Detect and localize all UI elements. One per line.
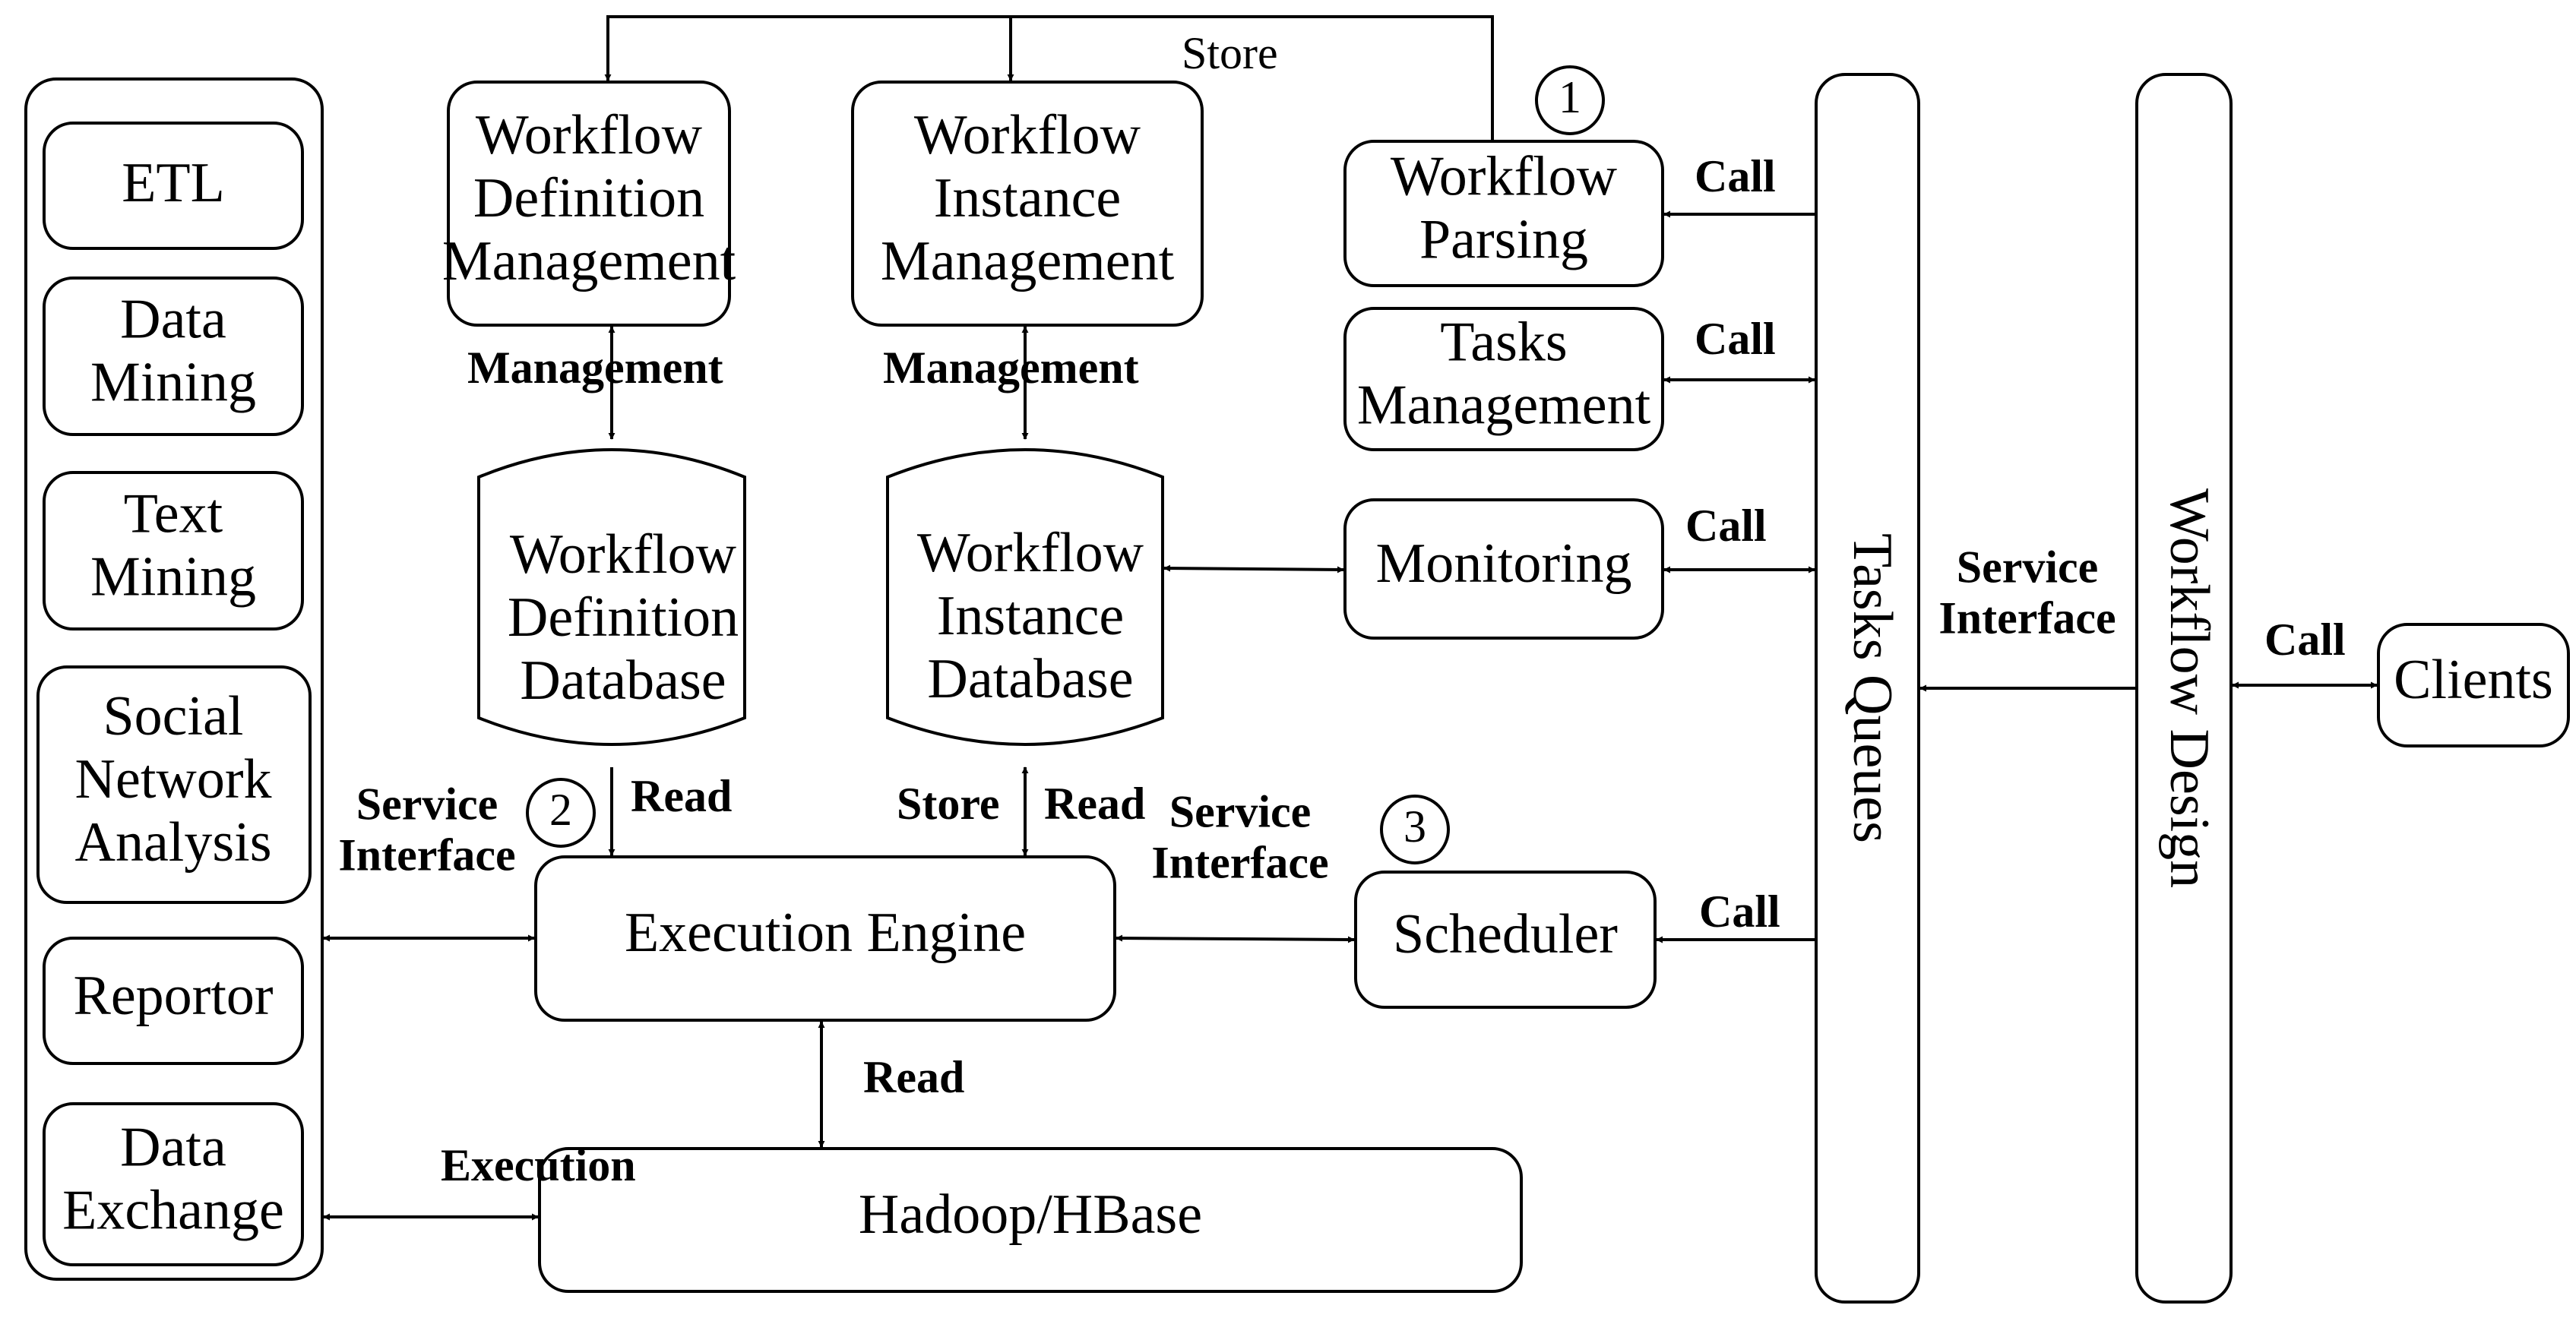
- monitoring-box: Monitoring: [1343, 498, 1664, 640]
- clients-box: Clients: [2377, 623, 2570, 747]
- step-1-number: 1: [1559, 72, 1581, 122]
- read-instance-label: Read: [1044, 779, 1145, 829]
- tasks-queues-label: Tasks Queues: [1841, 533, 1904, 843]
- read-definition-label: Read: [631, 771, 732, 821]
- hadoop-hbase-label: Hadoop/HBase: [859, 1184, 1202, 1246]
- call-tasks-label: Call: [1695, 314, 1776, 364]
- execution-engine-label: Execution Engine: [625, 902, 1026, 964]
- call-parsing-label: Call: [1695, 151, 1776, 201]
- step-2-number: 2: [549, 785, 572, 835]
- clients-label: Clients: [2394, 649, 2553, 711]
- store-top-label: Store: [1182, 28, 1278, 78]
- hadoop-hbase-box: Hadoop/HBase: [538, 1147, 1523, 1293]
- scheduler-label: Scheduler: [1393, 903, 1618, 965]
- call-monitoring-label: Call: [1685, 501, 1767, 551]
- app-reportor: Reportor: [43, 937, 304, 1065]
- tasks-queues-bar: Tasks Queues: [1815, 73, 1920, 1304]
- instance-db-monitoring-arrow: [1163, 564, 1344, 574]
- app-etl-label: ETL: [122, 152, 225, 214]
- management-definition-label: Management: [467, 343, 723, 393]
- workflow-design-label: Workflow Design: [2158, 488, 2220, 888]
- monitoring-label: Monitoring: [1375, 533, 1631, 595]
- workflow-design-bar: Workflow Design: [2135, 73, 2233, 1304]
- scheduler-box: Scheduler: [1354, 871, 1657, 1009]
- engine-scheduler-arrow: [1116, 934, 1355, 943]
- step-3: 3: [1380, 795, 1450, 864]
- read-hadoop-label: Read: [863, 1052, 964, 1102]
- call-clients-label: Call: [2264, 615, 2346, 665]
- management-instance-label: Management: [883, 343, 1139, 393]
- step-1: 1: [1535, 65, 1605, 135]
- execution-engine-box: Execution Engine: [534, 855, 1116, 1022]
- call-scheduler-label: Call: [1699, 886, 1780, 937]
- app-etl: ETL: [43, 122, 304, 250]
- store-instance-label: Store: [897, 779, 1000, 829]
- execution-label: Execution: [441, 1140, 636, 1190]
- step-3-number: 3: [1404, 801, 1426, 852]
- app-reportor-label: Reportor: [73, 965, 273, 1027]
- step-2: 2: [526, 778, 596, 848]
